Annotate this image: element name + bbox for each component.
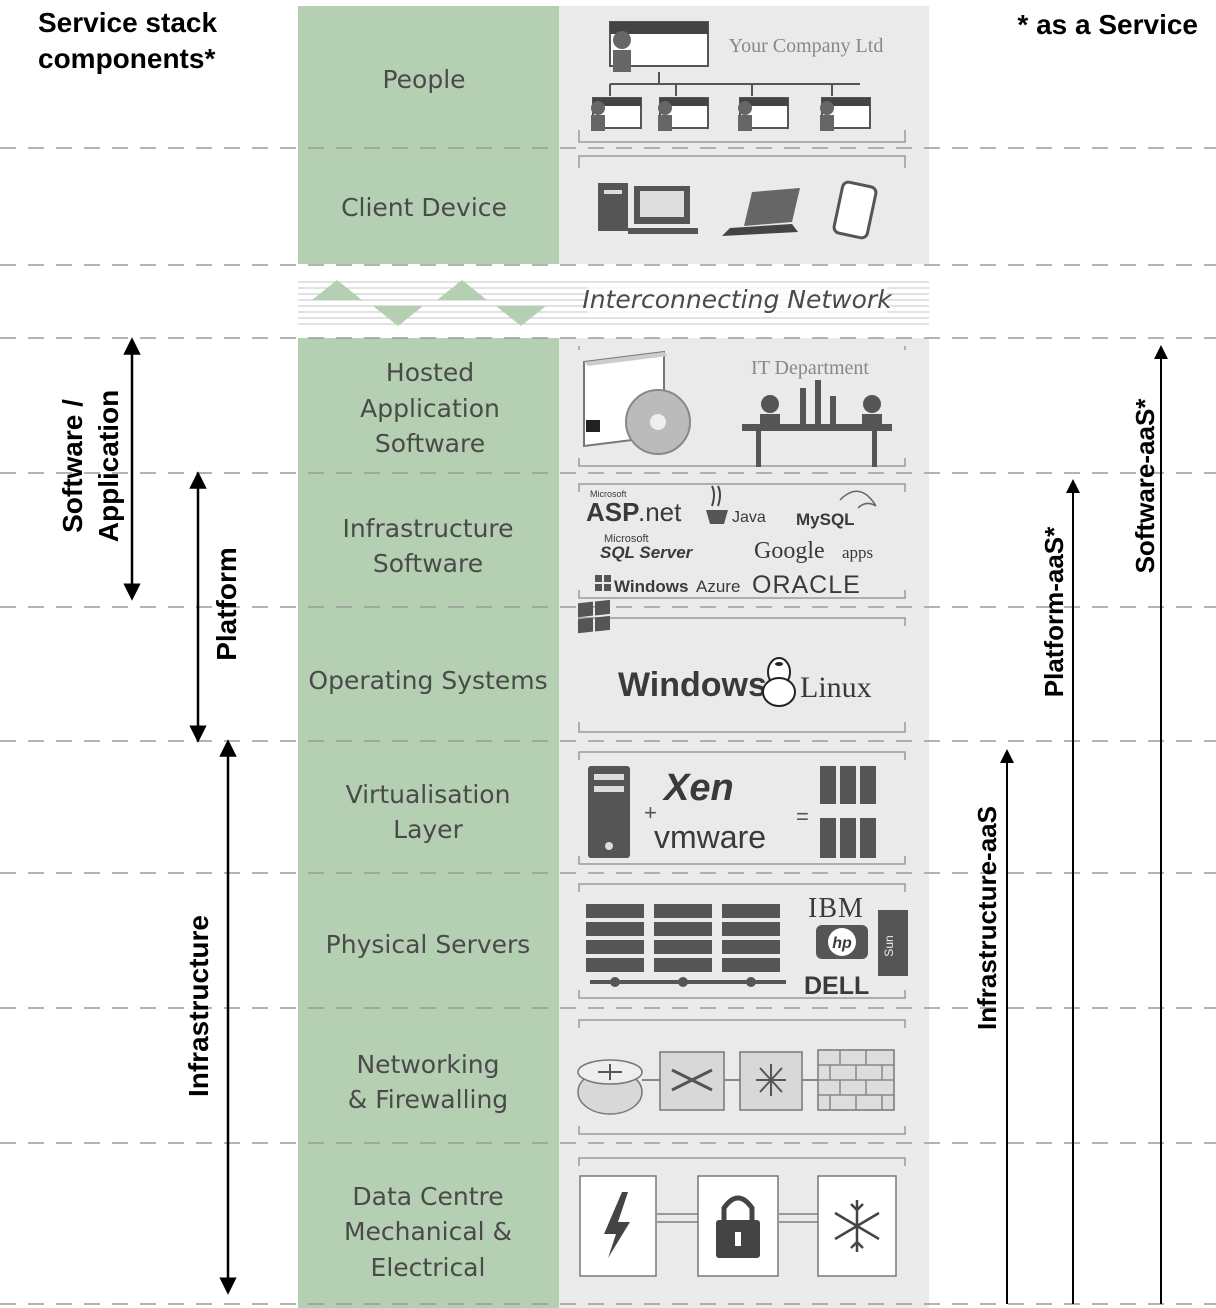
layer-infra-software-line2: Software: [373, 549, 483, 578]
layer-physical-servers-line1: Physical Servers: [326, 930, 531, 959]
switch-icon: [659, 1051, 725, 1111]
asp-net-logo: .net: [638, 497, 682, 527]
single-server-icon: [588, 766, 630, 858]
sql-server-line1: Microsoft: [604, 533, 649, 545]
org-chart-icon: [591, 21, 871, 131]
network-down-triangle-2: [496, 306, 546, 326]
windows-flag-icon: [578, 599, 610, 634]
layer-hosted-app-line2: Application: [360, 394, 500, 423]
mysql-logo: MySQL: [796, 510, 855, 529]
network-label: Interconnecting Network: [582, 285, 893, 314]
equals-sign: =: [796, 804, 809, 829]
microsoft-small-text: Microsoft: [590, 489, 627, 499]
google-apps-logo: apps: [842, 543, 873, 562]
software-range-label-line1: Software /: [57, 399, 88, 533]
router-icon: [577, 1059, 643, 1115]
green-panel-top: [298, 6, 559, 264]
windows-azure-logo: Windows: [614, 577, 688, 596]
xen-logo: Xen: [662, 767, 734, 809]
tux-penguin-icon: [762, 657, 796, 707]
layer-infra-software-line1: Infrastructure: [342, 514, 513, 543]
infrastructure-range-label: Infrastructure: [183, 915, 214, 1097]
it-meeting-icon: [742, 380, 892, 467]
layer-networking-line1: Networking: [356, 1050, 499, 1079]
layer-virtualisation-line2: Layer: [393, 815, 463, 844]
security-lock-icon: [697, 1175, 779, 1277]
google-logo: Google: [754, 538, 825, 564]
platform-range-label: Platform: [211, 547, 242, 661]
mobile-phone-icon: [832, 180, 878, 240]
paas-label: Platform-aaS*: [1039, 526, 1069, 697]
software-box-icon: [583, 350, 691, 455]
windows-flag-small-icon: [595, 575, 611, 591]
layer-data-centre-line3: Electrical: [371, 1253, 486, 1282]
layer-virtualisation-line1: Virtualisation: [346, 780, 511, 809]
vmware-logo: vmware: [654, 819, 766, 855]
saas-label: Software-aaS*: [1130, 398, 1160, 574]
company-label: Your Company Ltd: [729, 35, 884, 57]
hp-logo-icon: [816, 925, 868, 959]
header-right: * as a Service: [1017, 9, 1198, 40]
software-range-label-line2: Application: [93, 390, 124, 542]
header-left-line1: Service stack: [38, 7, 217, 38]
sun-logo-box: [878, 910, 908, 976]
cooling-snowflake-icon: [817, 1175, 897, 1277]
server-rack-icon: [586, 904, 786, 987]
layer-operating-systems-line1: Operating Systems: [308, 666, 547, 695]
virtual-servers-icon: [820, 766, 876, 858]
asp-logo: ASP: [586, 497, 639, 527]
network-up-triangle-1: [312, 280, 362, 300]
layer-client-device-line1: Client Device: [341, 193, 507, 222]
network-down-triangle-1: [373, 306, 423, 326]
linux-logo: Linux: [800, 671, 872, 704]
network-up-triangle-2: [437, 280, 487, 300]
ibm-logo: IBM: [808, 893, 864, 924]
layer-hosted-app-line3: Software: [375, 429, 485, 458]
sql-server-logo: SQL Server: [600, 543, 694, 562]
layer-hosted-app-line1: Hosted: [386, 358, 474, 387]
layer-data-centre-line2: Mechanical &: [344, 1217, 512, 1246]
hp-logo: hp: [832, 935, 852, 952]
it-department-label: IT Department: [751, 357, 869, 379]
laptop-icon: [722, 188, 800, 236]
windows-logo: Windows: [618, 666, 767, 704]
layer-people-line1: People: [382, 65, 465, 94]
java-cup-icon: [706, 485, 728, 524]
dell-logo: DELL: [804, 972, 869, 1000]
firewall-icon: [817, 1049, 895, 1111]
dc-link-2: [778, 1213, 818, 1223]
layer-data-centre-line1: Data Centre: [352, 1182, 503, 1211]
green-panel-main: [298, 338, 559, 1308]
mysql-dolphin-icon: [839, 490, 877, 509]
desktop-computer-icon: [598, 183, 698, 234]
sun-logo: Sun: [882, 935, 896, 956]
layer-networking-line2: & Firewalling: [348, 1085, 508, 1114]
java-logo: Java: [732, 509, 766, 526]
row-brackets: [578, 130, 906, 1166]
header-left-line2: components*: [38, 43, 215, 74]
power-lightning-icon: [579, 1175, 657, 1277]
iaas-label: Infrastructure-aaS: [972, 806, 1002, 1030]
network-label-bg: [587, 284, 887, 316]
oracle-logo: ORACLE: [752, 571, 861, 599]
azure-logo: Azure: [696, 577, 740, 596]
dc-link-1: [656, 1213, 698, 1223]
plus-sign: +: [644, 800, 657, 825]
hub-icon: [739, 1051, 803, 1111]
